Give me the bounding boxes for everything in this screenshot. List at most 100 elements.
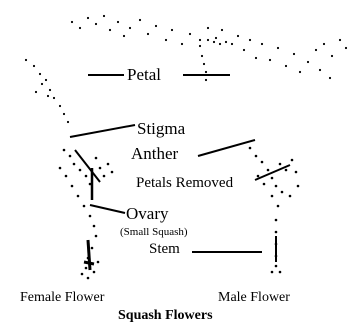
stem-label: Stem [149, 242, 180, 257]
sketch-dot [275, 185, 278, 188]
sketch-dot [95, 157, 98, 160]
sketch-dot [237, 35, 239, 37]
sketch-dot [181, 43, 183, 45]
ovary-label: Ovary [126, 205, 168, 222]
sketch-dot [205, 71, 207, 73]
anther-label: Anther [131, 145, 178, 162]
sketch-dot [109, 29, 111, 31]
sketch-dot [249, 147, 252, 150]
sketch-dot [285, 169, 288, 172]
sketch-dot [221, 29, 223, 31]
sketch-dot [87, 17, 89, 19]
sketch-dot [249, 39, 251, 41]
sketch-dot [275, 265, 278, 268]
sketch-dot [271, 271, 274, 274]
sketch-dot [41, 83, 43, 85]
sketch-dot [103, 175, 106, 178]
sketch-dot [261, 161, 264, 164]
sketch-dot [339, 39, 341, 41]
sketch-dot [295, 171, 298, 174]
sketch-dot [215, 37, 217, 39]
sketch-dot [319, 69, 321, 71]
sketch-dot [205, 79, 207, 81]
sketch-dot [25, 59, 27, 61]
sketch-dot [103, 15, 105, 17]
stigma-leader [70, 125, 135, 137]
anther-leader [198, 140, 255, 156]
sketch-dot [71, 185, 74, 188]
sketch-dot [79, 169, 82, 172]
sketch-dot [277, 205, 280, 208]
sketch-dot [281, 191, 284, 194]
sketch-dot [171, 29, 173, 31]
petal-label: Petal [127, 66, 161, 83]
sketch-dot [83, 205, 86, 208]
male-flower-caption: Male Flower [218, 291, 290, 305]
sketch-dot [345, 47, 347, 49]
sketch-dot [77, 195, 80, 198]
sketch-dot [85, 267, 88, 270]
sketch-dot [277, 47, 279, 49]
sketch-dot [203, 63, 205, 65]
sketch-dot [71, 21, 73, 23]
sketch-dot [73, 163, 76, 166]
sketch-dot [59, 105, 61, 107]
sketch-dot [65, 175, 68, 178]
female-flower-caption: Female Flower [20, 291, 104, 305]
sketch-dot [33, 65, 35, 67]
sketch-dot [49, 89, 51, 91]
sketch-dot [45, 79, 47, 81]
sketch-dot [279, 163, 282, 166]
sketch-dot [207, 39, 209, 41]
sketch-dot [155, 25, 157, 27]
sketch-dot [95, 235, 98, 238]
sketch-dot [231, 43, 233, 45]
sketch-dot [331, 55, 333, 57]
sketch-dot [189, 33, 191, 35]
sketch-dot [261, 43, 263, 45]
sketch-dot [35, 91, 37, 93]
sketch-dot [267, 169, 270, 172]
sketch-dot [147, 33, 149, 35]
sketch-dot [219, 43, 221, 45]
ovary-leader [90, 205, 125, 213]
sketch-dot [85, 175, 88, 178]
sketch-dot [67, 121, 69, 123]
sketch-dot [117, 21, 119, 23]
sketch-dot [79, 27, 81, 29]
sketch-dot [123, 35, 125, 37]
sketch-dot [299, 71, 301, 73]
diagram-title: Squash Flowers [118, 309, 213, 323]
sketch-dot [93, 225, 96, 228]
sketch-dot [315, 49, 317, 51]
stem-node [84, 262, 94, 264]
sketch-dot [271, 177, 274, 180]
sketch-dot [63, 149, 66, 152]
sketch-dot [53, 97, 55, 99]
sketch-dot [257, 175, 260, 178]
sketch-dot [243, 49, 245, 51]
petals-removed-leader-left [75, 150, 100, 182]
sketch-dot [289, 195, 292, 198]
sketch-dot [69, 155, 72, 158]
sketch-dot [99, 167, 102, 170]
sketch-dot [225, 41, 227, 43]
sketch-dot [207, 27, 209, 29]
sketch-dot [81, 273, 84, 276]
sketch-dot [275, 231, 278, 234]
sketch-dot [165, 39, 167, 41]
sketch-dot [201, 55, 203, 57]
sketch-dot [59, 167, 62, 170]
sketch-dot [47, 95, 49, 97]
sketch-dot [199, 45, 201, 47]
sketch-dot [323, 43, 325, 45]
sketch-dot [271, 195, 274, 198]
sketch-dot [199, 39, 201, 41]
sketch-dot [97, 261, 100, 264]
sketch-dot [107, 163, 110, 166]
ovary-note-label: (Small Squash) [120, 227, 188, 238]
sketch-dot [255, 155, 258, 158]
sketch-dot [263, 183, 266, 186]
